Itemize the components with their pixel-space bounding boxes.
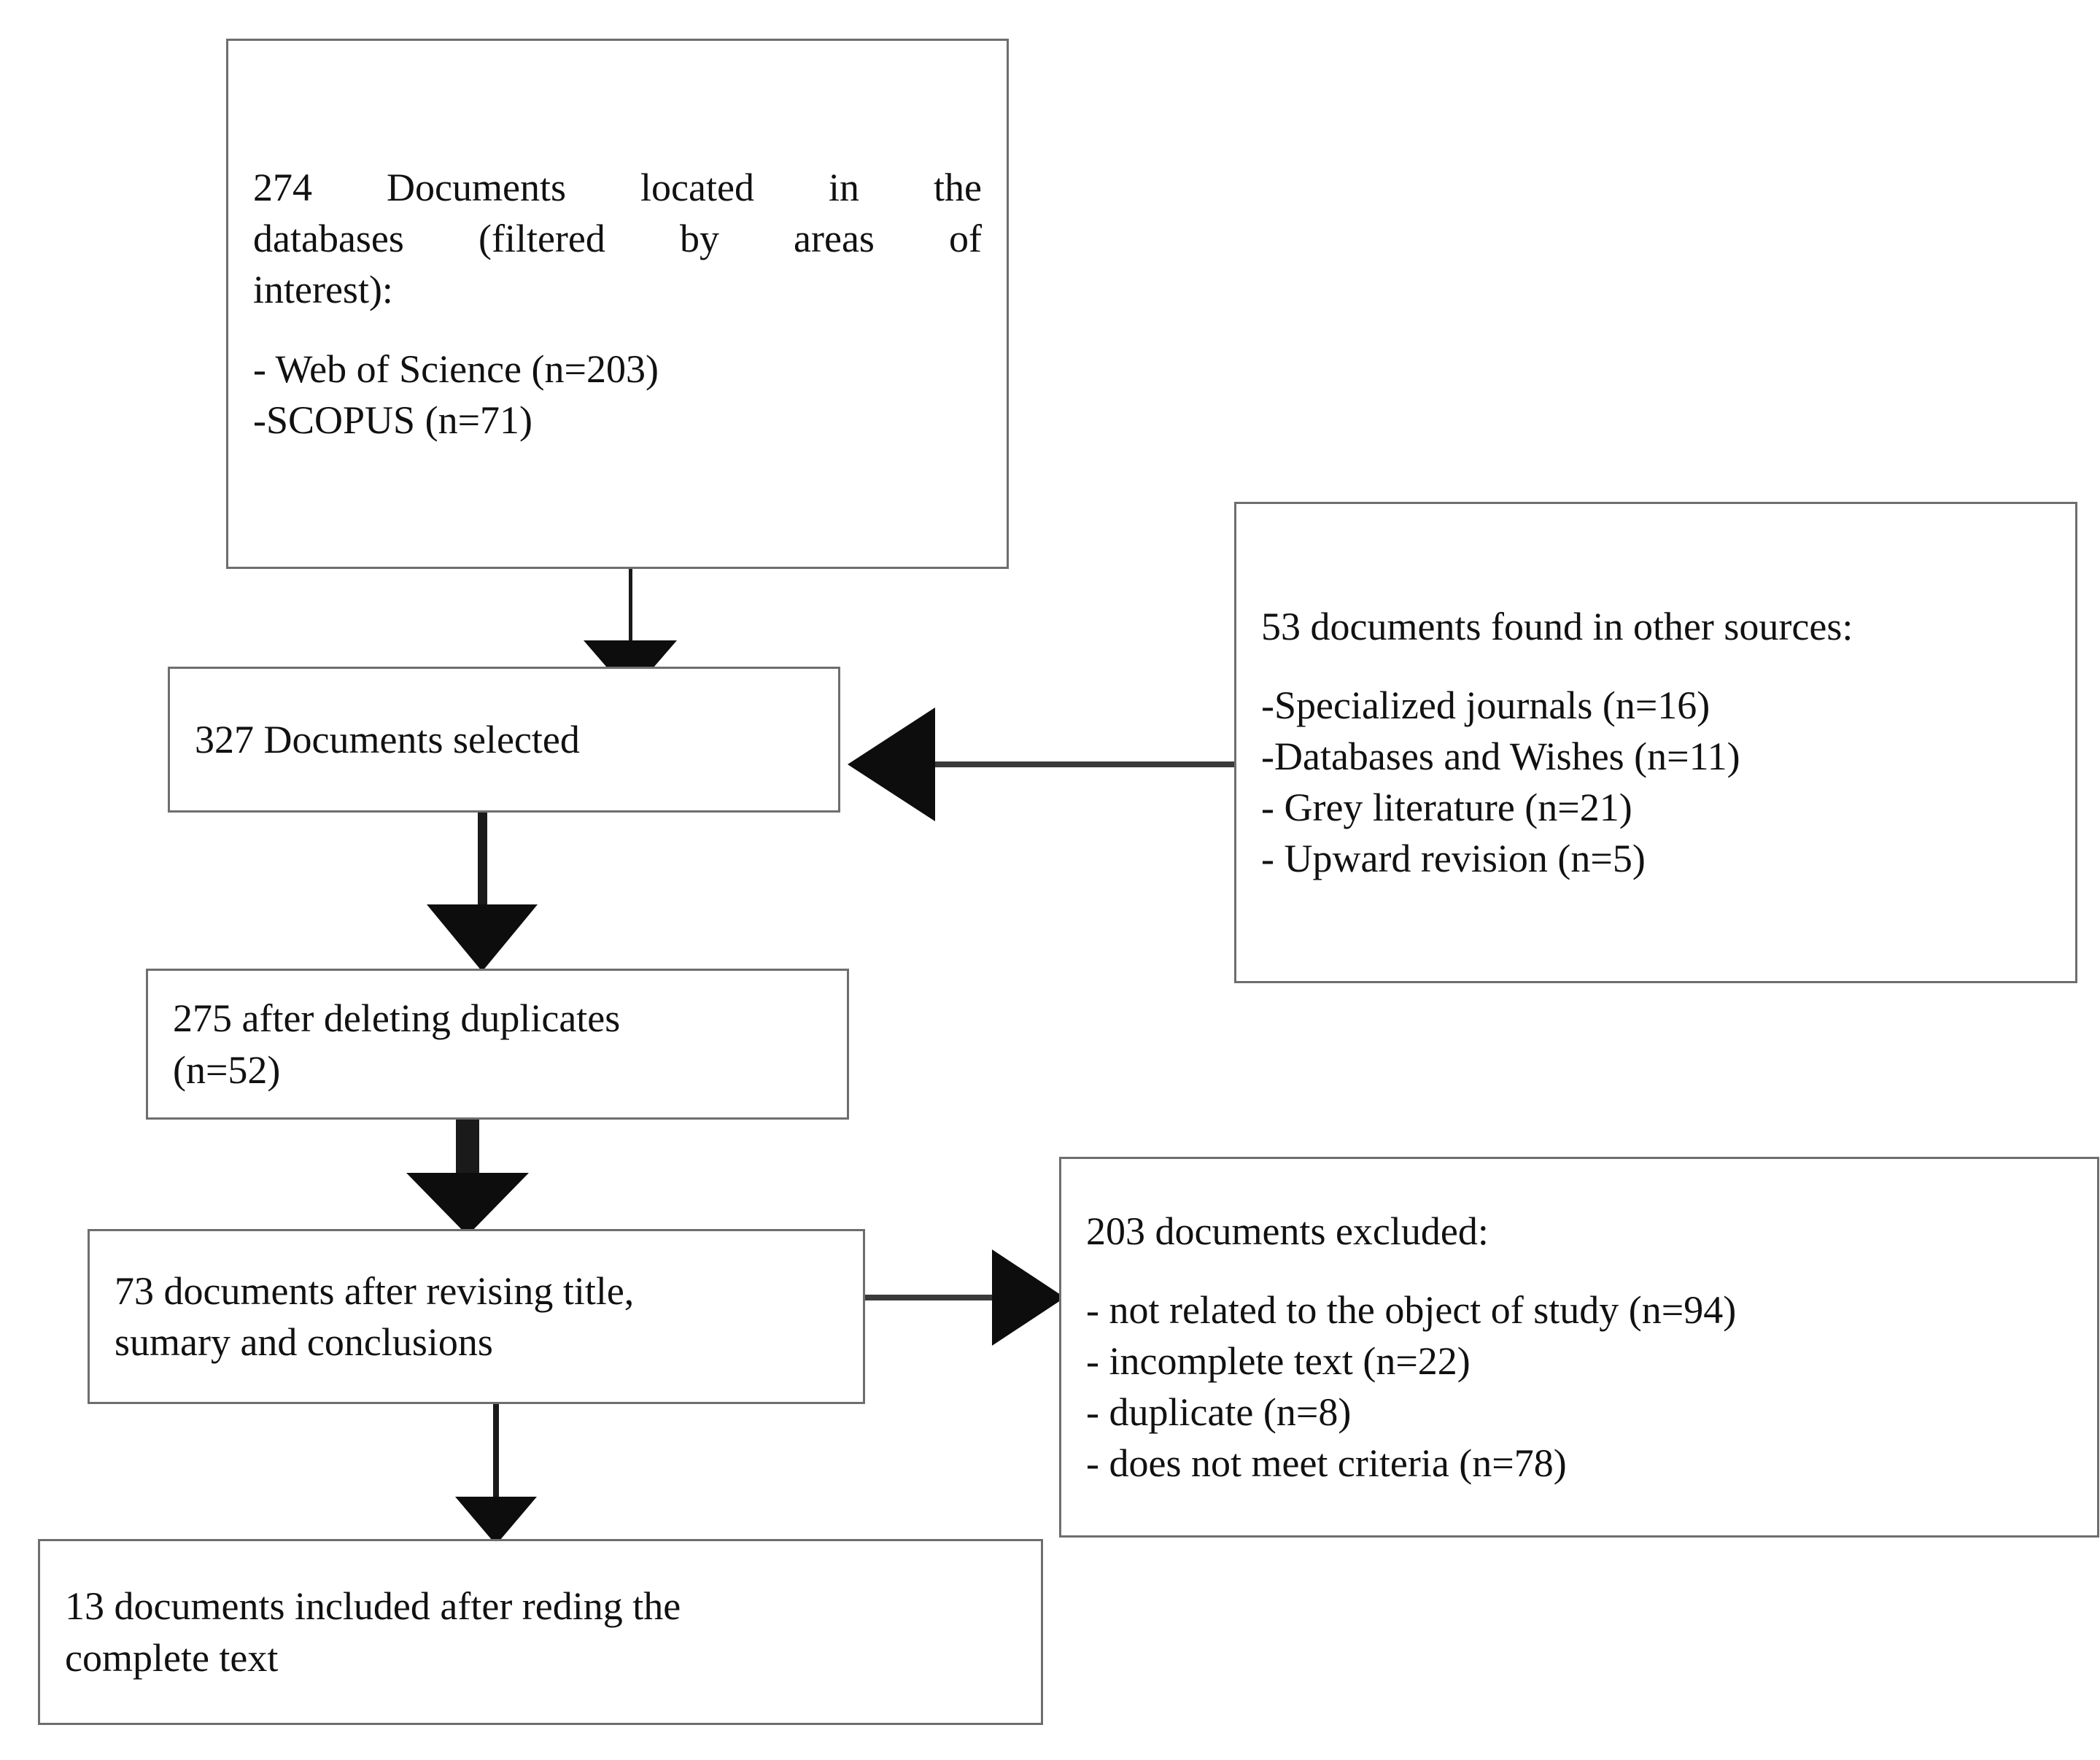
node-after-deleting-duplicates-body: 275 after deleting duplicates (n=52) xyxy=(148,993,847,1095)
connector-screened-to-excluded xyxy=(865,1295,993,1300)
documents-included-line-1: 13 documents included after reding the xyxy=(65,1584,681,1629)
documents-excluded-blank-line xyxy=(1086,1257,2072,1284)
connector-selected-to-deduplicated xyxy=(478,813,487,915)
node-after-revising-title: 73 documents after revising title, sumar… xyxy=(88,1229,865,1404)
other-sources-item-upward-revision: - Upward revision (n=5) xyxy=(1261,837,1646,881)
after-deleting-duplicates-line-2: (n=52) xyxy=(173,1047,281,1092)
identification-source-scopus: -SCOPUS (n=71) xyxy=(253,398,533,442)
identification-line-2: databases (filtered by areas of xyxy=(253,217,982,261)
connector-other-sources-to-selected xyxy=(935,761,1236,767)
documents-included-line-2: complete text xyxy=(65,1635,279,1680)
node-other-sources-body: 53 documents found in other sources: -Sp… xyxy=(1236,601,2075,885)
other-sources-blank-line xyxy=(1261,652,2050,680)
node-documents-excluded-body: 203 documents excluded: - not related to… xyxy=(1061,1206,2097,1489)
node-documents-selected: 327 Documents selected xyxy=(168,667,840,813)
node-after-deleting-duplicates: 275 after deleting duplicates (n=52) xyxy=(146,969,849,1120)
documents-excluded-item-duplicate: - duplicate (n=8) xyxy=(1086,1390,1352,1435)
arrowhead-deduplicated-to-screened xyxy=(406,1173,529,1236)
identification-source-web-of-science: - Web of Science (n=203) xyxy=(253,346,659,391)
node-documents-excluded: 203 documents excluded: - not related to… xyxy=(1059,1157,2099,1538)
arrowhead-screened-to-excluded xyxy=(992,1249,1065,1346)
other-sources-heading: 53 documents found in other sources: xyxy=(1261,604,1853,648)
node-after-revising-title-body: 73 documents after revising title, sumar… xyxy=(90,1265,863,1368)
after-revising-title-line-2: sumary and conclusions xyxy=(115,1320,493,1364)
documents-excluded-item-not-related: - not related to the object of study (n=… xyxy=(1086,1287,1737,1332)
after-deleting-duplicates-line-1: 275 after deleting duplicates xyxy=(173,996,621,1041)
documents-selected-label: 327 Documents selected xyxy=(195,717,580,761)
node-documents-selected-body: 327 Documents selected xyxy=(170,714,838,765)
connector-identification-to-selected xyxy=(629,569,632,651)
connector-deduplicated-to-screened xyxy=(456,1120,479,1178)
arrowhead-screened-to-included xyxy=(455,1497,537,1545)
node-other-sources: 53 documents found in other sources: -Sp… xyxy=(1234,502,2077,983)
connector-screened-to-included xyxy=(493,1404,499,1506)
other-sources-item-specialized-journals: -Specialized journals (n=16) xyxy=(1261,683,1710,727)
identification-blank-line xyxy=(253,316,982,344)
arrowhead-other-sources-to-selected xyxy=(848,708,935,821)
node-documents-included-body: 13 documents included after reding the c… xyxy=(40,1581,1041,1683)
node-documents-included: 13 documents included after reding the c… xyxy=(38,1539,1043,1725)
node-identification-body: 274 Documents located in the databases (… xyxy=(228,162,1007,446)
documents-excluded-item-does-not-meet-criteria: - does not meet criteria (n=78) xyxy=(1086,1441,1567,1486)
documents-excluded-item-incomplete-text: - incomplete text (n=22) xyxy=(1086,1338,1471,1383)
node-identification: 274 Documents located in the databases (… xyxy=(226,39,1009,569)
documents-excluded-heading: 203 documents excluded: xyxy=(1086,1209,1489,1253)
other-sources-item-databases-and-wishes: -Databases and Wishes (n=11) xyxy=(1261,734,1740,778)
identification-line-1: 274 Documents located in the xyxy=(253,166,982,210)
arrowhead-selected-to-deduplicated xyxy=(427,904,538,972)
other-sources-item-grey-literature: - Grey literature (n=21) xyxy=(1261,786,1632,830)
identification-line-3: interest): xyxy=(253,268,393,312)
after-revising-title-line-1: 73 documents after revising title, xyxy=(115,1268,635,1313)
